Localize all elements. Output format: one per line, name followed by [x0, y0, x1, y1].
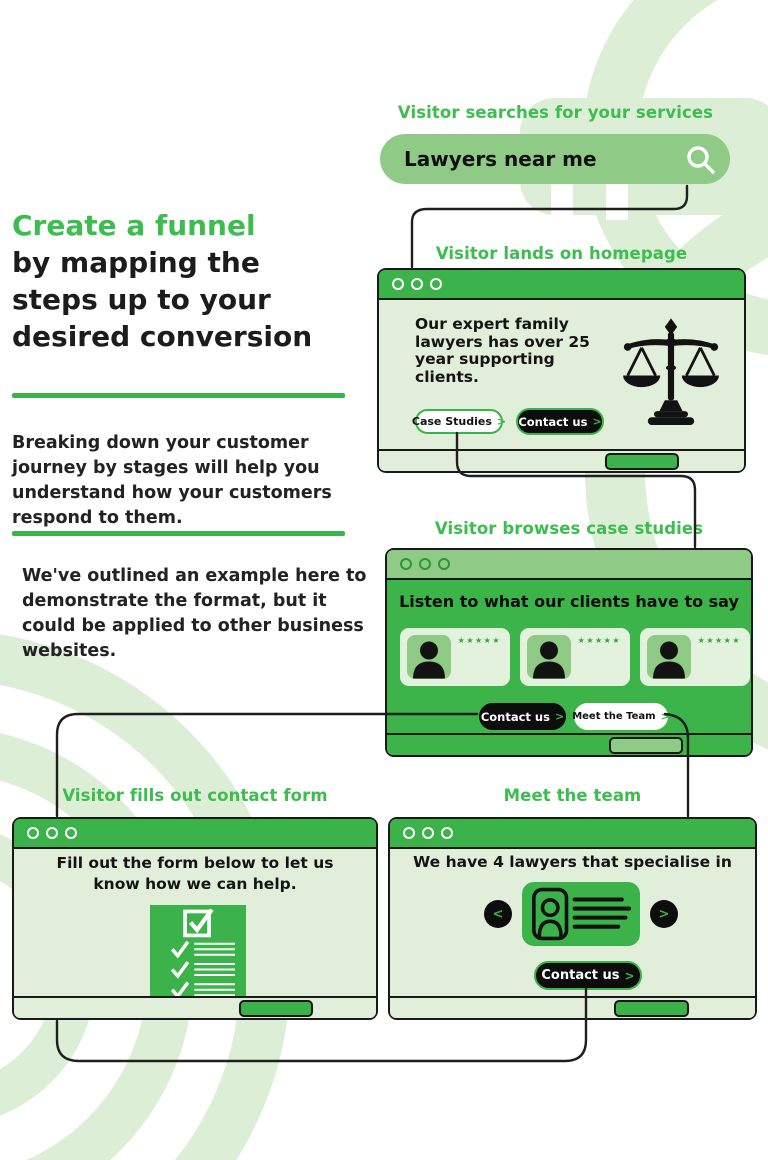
homepage-hero-text: Our expert family lawyers has over 25 ye… [415, 315, 590, 386]
case-studies-contact-button[interactable]: Contact us > [479, 703, 566, 730]
case-studies-window: Listen to what our clients have to say ★… [385, 548, 753, 757]
window-control-dot[interactable] [400, 558, 412, 570]
lawyer-profile-card [522, 882, 640, 946]
avatar [407, 635, 451, 679]
contact-button-label: Contact us [541, 968, 620, 983]
case-studies-button-label: Case Studies [411, 415, 492, 428]
homepage-window: Our expert family lawyers has over 25 ye… [377, 268, 746, 473]
window-control-dot[interactable] [441, 827, 453, 839]
carousel-prev-button[interactable]: < [484, 900, 512, 928]
scrollbar-thumb[interactable] [239, 1000, 313, 1017]
window-titlebar [379, 270, 744, 300]
window-control-dot[interactable] [438, 558, 450, 570]
divider [12, 531, 345, 536]
chevron-right-icon: > [624, 968, 635, 983]
intro-paragraph-1: Breaking down your customer journey by s… [12, 433, 332, 528]
search-query-text: Lawyers near me [404, 147, 597, 171]
window-scrollbar [379, 449, 744, 471]
team-window: We have 4 lawyers that specialise in ___… [388, 817, 757, 1020]
meet-the-team-button[interactable]: Meet the Team > [572, 703, 670, 730]
testimonial-card: ★★★★★ [400, 628, 510, 686]
window-control-dot[interactable] [65, 827, 77, 839]
window-control-dot[interactable] [403, 827, 415, 839]
contact-button-label: Contact us [480, 709, 550, 724]
homepage-contact-button[interactable]: Contact us > [516, 408, 604, 435]
contact-form-heading: Fill out the form below to let us know h… [56, 854, 334, 893]
case-studies-step-title: Visitor browses case studies [434, 519, 704, 538]
window-control-dot[interactable] [392, 278, 404, 290]
divider [12, 393, 345, 398]
chevron-right-icon: > [592, 415, 602, 428]
chevron-right-icon: > [554, 710, 565, 723]
window-scrollbar [387, 733, 751, 755]
search-step-title: Visitor searches for your services [397, 103, 714, 122]
team-contact-button[interactable]: Contact us > [534, 961, 642, 990]
page-title-line: by mapping the [12, 246, 260, 279]
avatar [527, 635, 571, 679]
scrollbar-thumb[interactable] [614, 1000, 689, 1017]
page-title-line: steps up to your [12, 283, 271, 316]
contact-form-graphic [150, 905, 246, 1000]
testimonial-card: ★★★★★ [640, 628, 750, 686]
window-control-dot[interactable] [411, 278, 423, 290]
window-scrollbar [14, 996, 376, 1018]
chevron-right-icon: > [496, 415, 507, 428]
homepage-step-title: Visitor lands on homepage [435, 244, 688, 263]
window-scrollbar [390, 996, 755, 1018]
window-titlebar [14, 819, 376, 849]
testimonial-card: ★★★★★ [520, 628, 630, 686]
case-studies-button[interactable]: Case Studies > [411, 409, 507, 434]
search-bar[interactable]: Lawyers near me [380, 134, 730, 184]
window-control-dot[interactable] [46, 827, 58, 839]
star-rating: ★★★★★ [577, 636, 621, 645]
page-title-line: desired conversion [12, 320, 313, 353]
scrollbar-thumb[interactable] [605, 453, 679, 470]
team-step-title: Meet the team [503, 786, 642, 805]
star-rating: ★★★★★ [457, 636, 501, 645]
window-control-dot[interactable] [419, 558, 431, 570]
avatar [647, 635, 691, 679]
contact-button-label: Contact us [518, 414, 588, 429]
id-badge-icon [532, 887, 632, 941]
scales-of-justice-icon [623, 318, 719, 425]
chevron-right-icon: > [660, 710, 670, 723]
testimonials-heading: Listen to what our clients have to say [399, 592, 739, 611]
intro-paragraph-2: We've outlined an example here to demons… [22, 566, 367, 661]
checklist-icon [170, 908, 235, 1000]
window-control-dot[interactable] [27, 827, 39, 839]
contact-form-step-title: Visitor fills out contact form [62, 786, 328, 805]
carousel-next-button[interactable]: > [650, 900, 678, 928]
chevron-right-icon: > [658, 906, 670, 922]
page-title: Create a funnel by mapping the steps up … [12, 207, 357, 355]
meet-team-button-label: Meet the Team [572, 711, 656, 722]
scrollbar-thumb[interactable] [609, 737, 683, 754]
window-control-dot[interactable] [422, 827, 434, 839]
contact-form-window: Fill out the form below to let us know h… [12, 817, 378, 1020]
search-icon[interactable] [685, 144, 716, 175]
star-rating: ★★★★★ [697, 636, 741, 645]
window-titlebar [390, 819, 755, 849]
window-titlebar [387, 550, 751, 580]
page-title-accent: Create a funnel [12, 209, 256, 242]
window-control-dot[interactable] [430, 278, 442, 290]
chevron-left-icon: < [492, 906, 504, 922]
